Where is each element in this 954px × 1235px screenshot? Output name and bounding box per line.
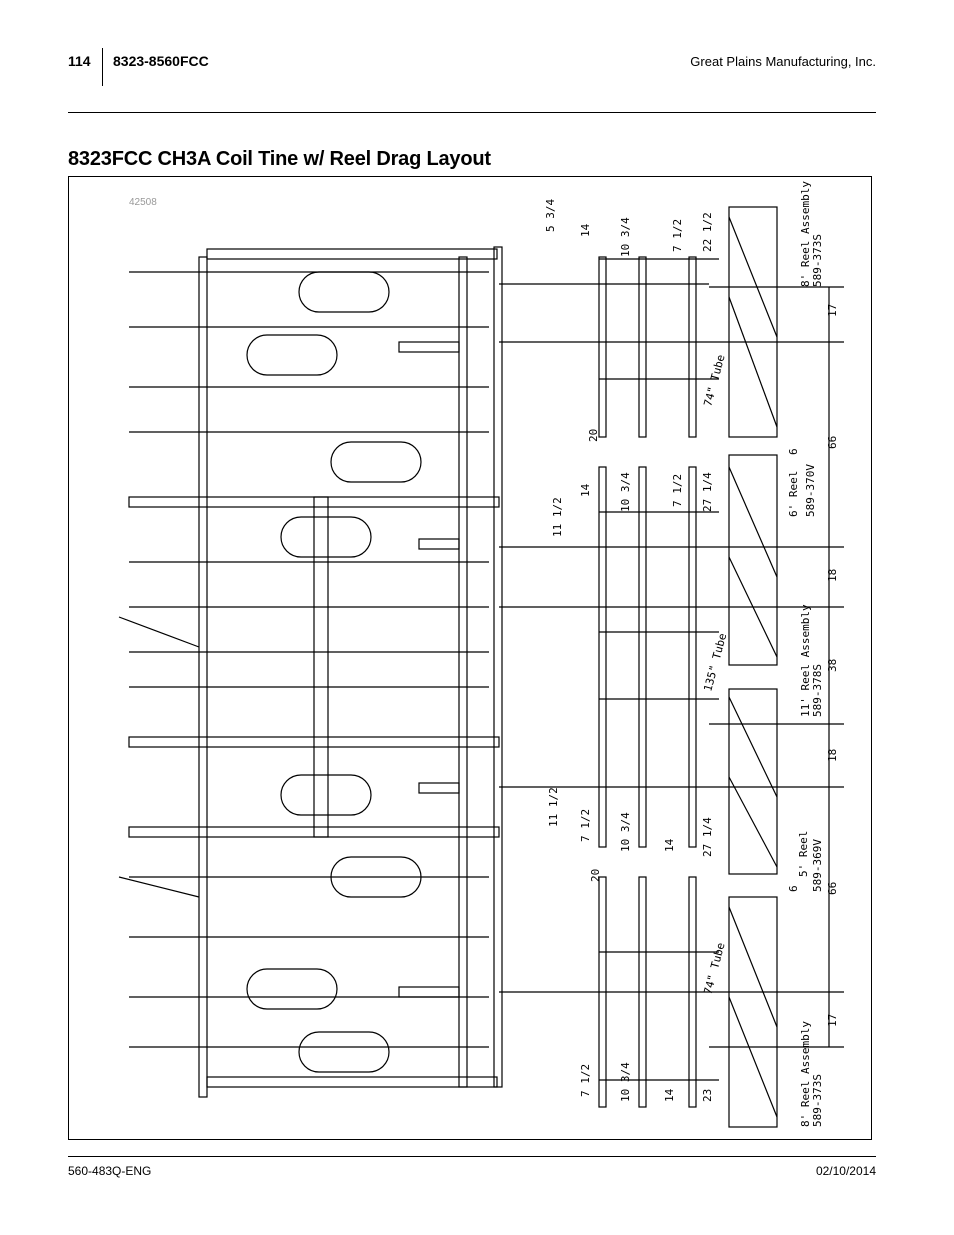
section-title: 8323FCC CH3A Coil Tine w/ Reel Drag Layo… <box>68 148 491 170</box>
label-tube-74-top: 74" Tube <box>701 353 727 408</box>
dim-d-2: 27 1/4 <box>701 472 714 512</box>
model-name: 8323-8560FCC <box>113 53 209 69</box>
dim-c-4: 7 1/2 <box>579 1064 592 1097</box>
label-reel-8-top: 8' Reel Assembly <box>799 181 812 287</box>
reel-6 <box>728 454 778 666</box>
dim-c-1: 7 1/2 <box>671 219 684 252</box>
label-reel-5: 5' Reel <box>797 831 810 877</box>
dim-c-2: 7 1/2 <box>671 474 684 507</box>
footer-rule <box>68 1156 876 1157</box>
dim-b-2: 10 3/4 <box>619 217 632 257</box>
label-reel-6: 6' Reel <box>787 471 800 517</box>
main-frame-rail <box>198 256 208 1098</box>
doc-date: 02/10/2014 <box>815 1164 876 1178</box>
dim-right-2: 66 <box>826 436 839 449</box>
figure-id: 42508 <box>129 197 157 208</box>
dim-a-6: 20 <box>589 869 602 882</box>
label-reel-11: 11' Reel Assembly <box>799 604 812 717</box>
label-reel-5-part: 589-369V <box>811 839 824 892</box>
header-divider <box>102 48 103 86</box>
page-number: 114 <box>68 53 91 69</box>
dim-d-1: 22 1/2 <box>701 212 714 252</box>
dim-a-7: 14 <box>663 838 676 852</box>
dim-a-1: 14 <box>579 223 592 237</box>
dim-b-5: 10 3/4 <box>619 1062 632 1102</box>
reel-11 <box>728 688 778 875</box>
label-reel-6-part: 589-370V <box>804 464 817 517</box>
dim-a-5: 11 1/2 <box>547 787 560 827</box>
dim-right-7: 6 <box>787 885 800 892</box>
dim-right-4: 18 <box>826 569 839 582</box>
doc-number: 560-483Q-ENG <box>68 1164 152 1178</box>
dim-c-3: 7 1/2 <box>579 809 592 842</box>
company-name: Great Plains Manufacturing, Inc. <box>690 54 876 69</box>
dim-a-4: 11 1/2 <box>551 497 564 537</box>
dim-d-3: 27 1/4 <box>701 817 714 857</box>
dim-d-4: 23 <box>701 1089 714 1102</box>
dim-right-3: 6 <box>787 448 800 455</box>
label-reel-8-top-part: 589-373S <box>811 234 824 287</box>
dim-a-2: 20 <box>587 429 600 442</box>
dim-b-4: 10 3/4 <box>619 812 632 852</box>
label-reel-8-bottom: 8' Reel Assembly <box>799 1021 812 1127</box>
reel-8-top <box>728 206 778 438</box>
label-reel-8-bottom-part: 589-373S <box>811 1074 824 1127</box>
dim-right-6: 18 <box>826 749 839 762</box>
layout-drawing: 17 66 6 18 38 18 6 66 17 14 20 14 11 1/2… <box>68 176 872 1140</box>
drawing-svg: 17 66 6 18 38 18 6 66 17 14 20 14 11 1/2… <box>118 181 844 1128</box>
dim-b-1: 5 3/4 <box>544 199 557 232</box>
label-tube-74-bottom: 74" Tube <box>701 941 727 996</box>
header-rule <box>68 112 876 113</box>
dim-a-3: 14 <box>579 483 592 497</box>
dim-c-5: 14 <box>663 1088 676 1102</box>
dim-right-9: 17 <box>826 1014 839 1027</box>
dim-b-3: 10 3/4 <box>619 472 632 512</box>
dim-right-5: 38 <box>826 659 839 672</box>
dim-right-1: 17 <box>826 304 839 317</box>
label-reel-11-part: 589-378S <box>811 664 824 717</box>
reel-8-bottom <box>728 896 778 1128</box>
label-tube-135: 135" Tube <box>701 632 729 693</box>
dim-right-8: 66 <box>826 882 839 895</box>
